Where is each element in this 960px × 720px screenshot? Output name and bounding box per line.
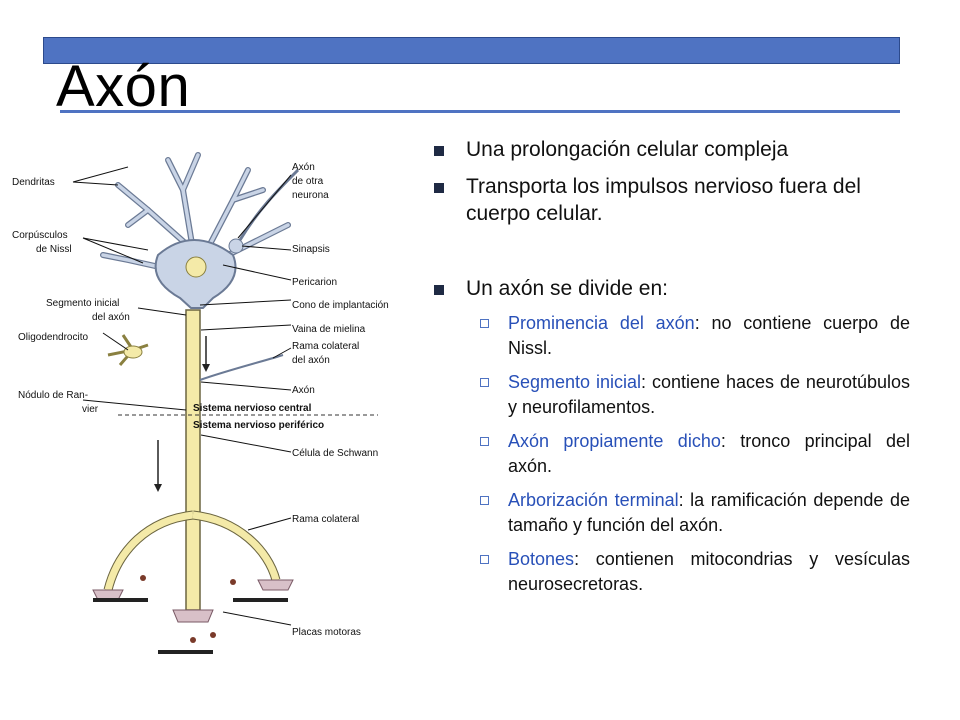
sub-bullet-term: Prominencia del axón bbox=[508, 313, 695, 333]
title-bar bbox=[43, 37, 900, 64]
label-placas: Placas motoras bbox=[292, 627, 361, 638]
label-corpusculos-2: de Nissl bbox=[36, 244, 72, 255]
label-dendritas: Dendritas bbox=[12, 177, 55, 188]
sub-bullet-item: Prominencia del axón: no contiene cuerpo… bbox=[430, 311, 910, 361]
hollow-square-bullet-icon bbox=[480, 378, 489, 387]
label-cono: Cono de implantación bbox=[292, 300, 389, 311]
label-snp: Sistema nervioso periférico bbox=[193, 420, 324, 431]
bullet-item: Una prolongación celular compleja bbox=[430, 136, 910, 163]
label-axon-otra-3: neurona bbox=[292, 190, 329, 201]
sub-bullet-item: Axón propiamente dicho: tronco principal… bbox=[430, 429, 910, 479]
label-nodulo-1: Nódulo de Ran- bbox=[18, 390, 88, 401]
label-nodulo-2: vier bbox=[82, 404, 99, 415]
nucleus bbox=[185, 256, 207, 278]
sub-bullet-list: Prominencia del axón: no contiene cuerpo… bbox=[430, 311, 910, 597]
square-bullet-icon bbox=[434, 285, 444, 295]
label-axon-otra-1: Axón bbox=[292, 162, 315, 173]
sub-bullet-term: Segmento inicial bbox=[508, 372, 642, 392]
label-corpusculos-1: Corpúsculos bbox=[12, 230, 68, 241]
label-snc: Sistema nervioso central bbox=[193, 403, 312, 414]
bullet-item: Un axón se divide en: bbox=[430, 275, 910, 302]
hollow-square-bullet-icon bbox=[480, 555, 489, 564]
sub-bullet-text: : tronco principal del axón. bbox=[508, 431, 910, 476]
neuron-diagram: Dendritas Corpúsculos de Nissl Segmento … bbox=[12, 152, 389, 654]
synapse bbox=[228, 238, 244, 254]
sub-bullet-term: Axón propiamente dicho bbox=[508, 431, 721, 451]
label-segmento-2: del axón bbox=[92, 312, 130, 323]
hollow-square-bullet-icon bbox=[480, 319, 489, 328]
label-segmento-1: Segmento inicial bbox=[46, 298, 119, 309]
sub-bullet-term: Arborización terminal bbox=[508, 490, 679, 510]
sub-bullet-item: Arborización terminal: la ramificación d… bbox=[430, 488, 910, 538]
title-underline bbox=[60, 110, 900, 113]
square-bullet-icon bbox=[434, 183, 444, 193]
square-bullet-icon bbox=[434, 146, 444, 156]
sub-bullet-text: : contienen mitocondrias y vesículas neu… bbox=[508, 549, 910, 594]
bullet-text: Un axón se divide en: bbox=[466, 277, 668, 300]
other-neuron-axon bbox=[238, 168, 300, 241]
bullet-text: Una prolongación celular compleja bbox=[466, 138, 789, 161]
label-pericarion: Pericarion bbox=[292, 277, 337, 288]
neuron-figure: Dendritas Corpúsculos de Nissl Segmento … bbox=[8, 130, 418, 665]
bullet-list: Una prolongación celular compleja Transp… bbox=[430, 136, 910, 597]
sub-bullet-term: Botones bbox=[508, 549, 575, 569]
label-rama-col-1: Rama colateral bbox=[292, 341, 359, 352]
sub-bullet-item: Segmento inicial: contiene haces de neur… bbox=[430, 370, 910, 420]
label-rama-colateral: Rama colateral bbox=[292, 514, 359, 525]
sub-bullet-text: : no contiene cuerpo de Nissl. bbox=[508, 313, 910, 358]
bullet-item: Transporta los impulsos nervioso fuera d… bbox=[430, 173, 910, 227]
axon-trunk bbox=[185, 309, 201, 611]
label-rama-col-2: del axón bbox=[292, 355, 330, 366]
label-sinapsis: Sinapsis bbox=[292, 244, 330, 255]
label-axon-otra-2: de otra bbox=[292, 176, 324, 187]
bullet-text: Transporta los impulsos nervioso fuera d… bbox=[466, 175, 861, 225]
label-oligodendrocito: Oligodendrocito bbox=[18, 332, 88, 343]
sub-bullet-text: : la ramificación depende de tamaño y fu… bbox=[508, 490, 910, 535]
label-vaina: Vaina de mielina bbox=[292, 324, 366, 335]
sub-bullet-item: Botones: contienen mitocondrias y vesícu… bbox=[430, 547, 910, 597]
slide-title: Axón bbox=[56, 54, 191, 119]
sub-bullet-text: : contiene haces de neurotúbulos y neuro… bbox=[508, 372, 910, 417]
motor-plates bbox=[92, 579, 294, 623]
label-schwann: Célula de Schwann bbox=[292, 448, 378, 459]
label-axon: Axón bbox=[292, 385, 315, 396]
hollow-square-bullet-icon bbox=[480, 496, 489, 505]
hollow-square-bullet-icon bbox=[480, 437, 489, 446]
axon-collateral bbox=[199, 354, 284, 381]
